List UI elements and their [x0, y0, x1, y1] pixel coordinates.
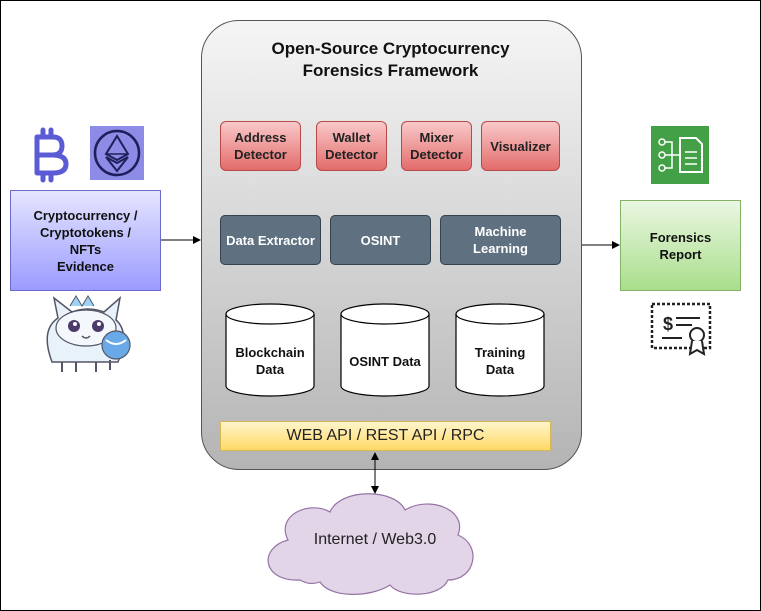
osint-data-label: OSINT Data: [349, 353, 421, 369]
internet-cloud: [267, 493, 474, 595]
training-data-cylinder: [455, 303, 545, 397]
forensics-report-box: Forensics Report: [620, 200, 741, 291]
osint-box: OSINT: [330, 215, 431, 265]
certificate-icon: $: [650, 302, 712, 356]
cryptokitty-icon: [46, 295, 131, 372]
api-bar: WEB API / REST API / RPC: [220, 421, 551, 451]
mixer-detector-box: Mixer Detector: [401, 121, 472, 171]
data-extractor-box: Data Extractor: [220, 215, 321, 265]
visualizer-box: Visualizer: [481, 121, 560, 171]
wallet-detector-box: Wallet Detector: [316, 121, 387, 171]
ethereum-icon: [90, 126, 144, 180]
framework-title: Open-Source Cryptocurrency Forensics Fra…: [271, 39, 510, 80]
evidence-box: Cryptocurrency / Cryptotokens / NFTs Evi…: [10, 190, 161, 291]
blockchain-data-label: Blockchain Data: [235, 345, 305, 377]
machine-learning-box: Machine Learning: [440, 215, 561, 265]
document-icon: [651, 126, 709, 184]
svg-text:$: $: [663, 314, 673, 334]
blockchain-data-cylinder: [225, 303, 315, 397]
bitcoin-icon: [34, 127, 69, 183]
training-data-label: Training Data: [474, 345, 526, 377]
osint-data-cylinder: [340, 303, 430, 397]
address-detector-box: Address Detector: [220, 121, 301, 171]
internet-cloud-label: Internet / Web3.0: [313, 531, 437, 548]
